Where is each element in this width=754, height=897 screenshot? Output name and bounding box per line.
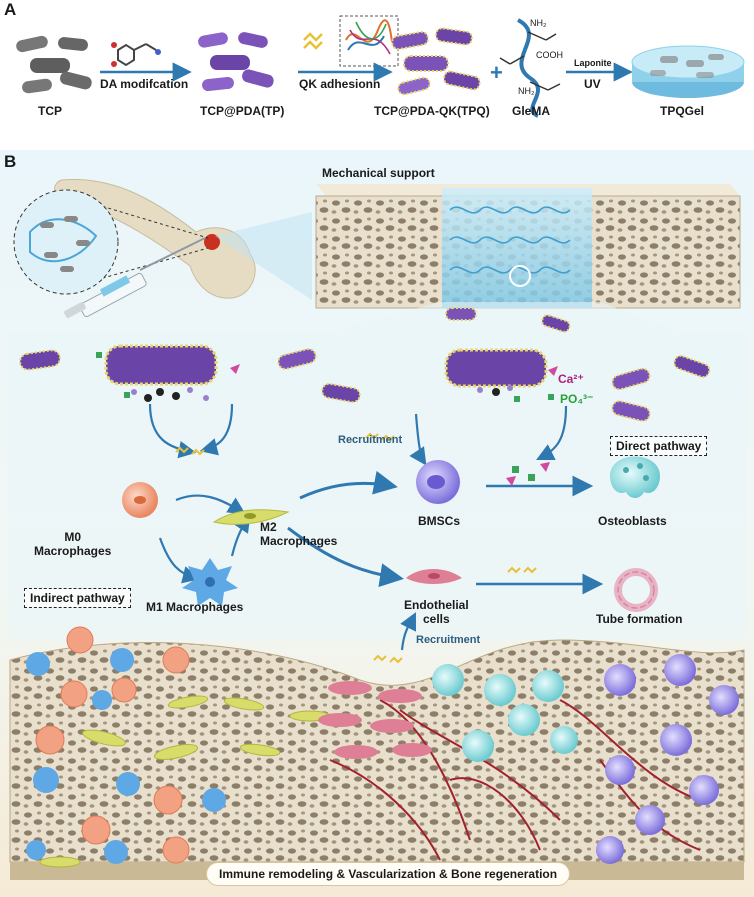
label-da-modification: DA modifcation xyxy=(100,77,189,91)
glema-structure xyxy=(499,18,561,118)
label-glema: GleMA xyxy=(512,104,551,118)
magnified-inset xyxy=(13,189,209,295)
label-nh2-top: NH₂ xyxy=(530,18,547,28)
tcp-rods xyxy=(16,35,92,94)
tissue-endothelial-cells xyxy=(318,681,432,759)
tissue-m2-cells xyxy=(39,695,331,868)
tpqgel-disc xyxy=(631,45,745,98)
panel-label-b: B xyxy=(4,152,17,171)
label-tpqgel: TPQGel xyxy=(660,104,705,118)
tube-ring xyxy=(614,568,658,612)
label-m0-macrophages: M0 Macrophages xyxy=(34,530,112,558)
floating-tpq-rods xyxy=(19,307,711,422)
m1-macrophage xyxy=(182,558,238,606)
tissue-bmsc-cells xyxy=(596,654,739,864)
label-calcium-ion: Ca²⁺ xyxy=(558,372,584,386)
label-direct-pathway: Direct pathway xyxy=(610,436,708,456)
m0-macrophage xyxy=(122,482,158,518)
tissue-m0-cells xyxy=(35,626,190,864)
label-bottom-caption: Immune remodeling & Vascularization & Bo… xyxy=(206,862,571,886)
syringe xyxy=(64,237,206,318)
qk-peptides xyxy=(175,432,537,664)
degrading-tpq-left xyxy=(96,344,240,402)
label-nh2-bottom: NH₂ xyxy=(518,86,535,96)
label-recruitment-bmsc: Recruitment xyxy=(338,434,403,446)
bmsc-cell xyxy=(416,460,460,504)
zoom-beam xyxy=(215,212,312,300)
label-mechanical-support: Mechanical support xyxy=(322,166,435,180)
panel-label-a: A xyxy=(4,0,17,19)
scaffold-slab xyxy=(315,184,741,309)
osteoblast-cell xyxy=(610,456,660,498)
label-endothelial-cells: Endothelial cells xyxy=(404,598,469,626)
label-tube-formation: Tube formation xyxy=(596,612,683,626)
label-m2-macrophages: M2 Macrophages xyxy=(260,520,338,548)
ion-particles xyxy=(506,462,550,486)
label-cooh: COOH xyxy=(536,50,563,60)
degrading-tpq-right xyxy=(444,348,558,402)
qk-peptide-icon xyxy=(303,32,323,50)
endothelial-cell xyxy=(406,569,462,584)
label-osteoblasts: Osteoblasts xyxy=(598,514,667,528)
label-indirect-pathway: Indirect pathway xyxy=(24,588,131,608)
tissue-m1-cells xyxy=(26,648,226,864)
qk-peptide-inset xyxy=(339,15,399,67)
label-tpq: TCP@PDA-QK(TPQ) xyxy=(374,104,490,118)
tissue-osteoblast-cells xyxy=(432,664,578,762)
label-m1-macrophages: M1 Macrophages xyxy=(146,600,244,614)
label-phosphate-ion: PO₄³⁻ xyxy=(560,392,594,406)
label-tp: TCP@PDA(TP) xyxy=(200,104,285,118)
dopamine-molecule xyxy=(111,42,161,67)
tp-rods xyxy=(198,32,274,92)
label-qk-adhesion: QK adhesionn xyxy=(299,77,381,91)
m2-macrophage xyxy=(212,509,290,525)
pathway-arrows xyxy=(148,403,604,651)
label-bmscs: BMSCs xyxy=(418,514,461,528)
label-uv: UV xyxy=(584,77,601,91)
label-laponite: Laponite xyxy=(574,58,612,68)
tpq-rods xyxy=(391,27,481,96)
label-tcp: TCP xyxy=(38,104,62,118)
plus-sign: + xyxy=(490,60,503,85)
label-recruitment-endothelial: Recruitment xyxy=(416,634,481,646)
